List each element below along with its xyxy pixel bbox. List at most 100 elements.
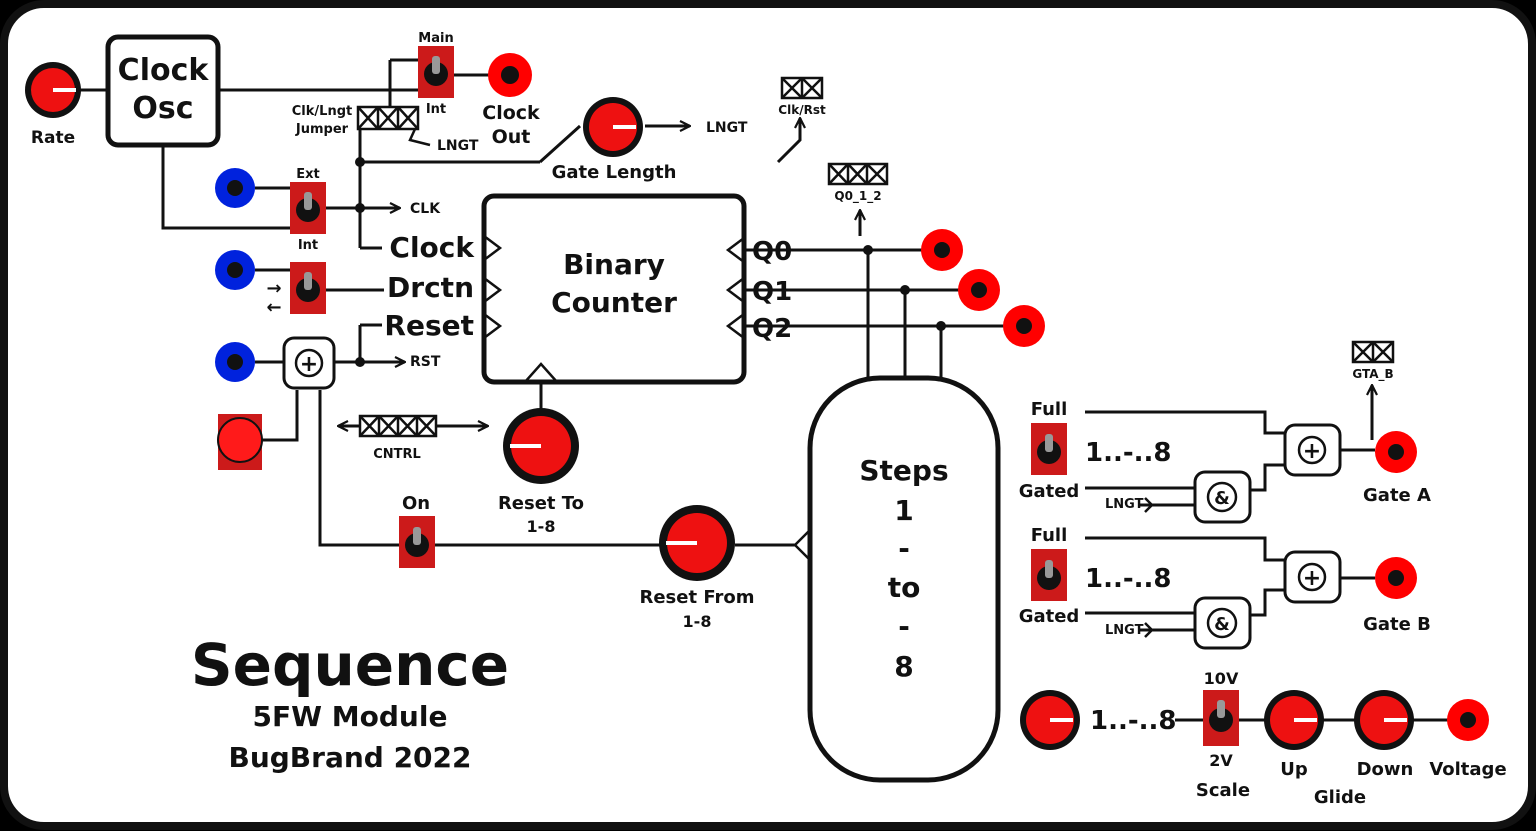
cntrl-label: CNTRL [373, 447, 421, 462]
gta-b-jumper[interactable] [1351, 340, 1395, 364]
ext-label: Ext [296, 167, 319, 182]
reset-plus-mixer: + [282, 336, 336, 390]
clock-osc-label-2: Osc [132, 91, 193, 126]
steps-line2: 8 [894, 650, 913, 683]
int-label-low: Int [298, 238, 318, 253]
clock-osc-label-1: Clock [118, 53, 210, 88]
gate-b-label: Gate B [1363, 614, 1431, 635]
clock-out-label-2: Out [492, 126, 531, 148]
ext-clock-jack[interactable] [215, 168, 255, 208]
gate-b-lngt-label: LNGT [1105, 623, 1144, 638]
voltage-knob[interactable] [1020, 690, 1080, 750]
gate-a-label: Gate A [1363, 485, 1431, 506]
q0-jack[interactable] [921, 229, 963, 271]
module-maker: BugBrand 2022 [228, 741, 471, 774]
reset-on-switch[interactable] [399, 516, 435, 568]
gate-b-plus-mixer: + [1283, 550, 1342, 604]
gate-b-and-symbol: & [1214, 614, 1230, 635]
glide-label: Glide [1314, 787, 1366, 808]
gate-b-mode-switch[interactable] [1031, 549, 1067, 601]
reset-button[interactable] [217, 414, 263, 470]
voltage-out-label: Voltage [1429, 759, 1506, 780]
reset-to-label-1: Reset To [498, 493, 584, 514]
gate-b-plus-symbol: + [1303, 566, 1321, 591]
voltage-out-jack[interactable] [1447, 699, 1489, 741]
gate-a-jack[interactable] [1375, 431, 1417, 473]
clock-out-label-1: Clock [482, 102, 540, 124]
clk-rst-label: Clk/Rst [778, 103, 826, 117]
q012-jumper[interactable] [827, 162, 889, 186]
steps-title: Steps [859, 454, 948, 487]
gate-length-knob[interactable] [583, 97, 643, 157]
direction-switch[interactable] [290, 262, 326, 314]
glide-down-label: Down [1357, 759, 1414, 780]
scale-10v-label: 10V [1204, 669, 1239, 688]
reset-from-label-1: Reset From [639, 587, 754, 608]
rst-label: RST [410, 354, 441, 370]
clock-osc-box [105, 34, 221, 148]
scale-label: Scale [1196, 780, 1250, 801]
lngt-label-small: LNGT [437, 138, 479, 154]
gate-a-full-label: Full [1031, 399, 1068, 420]
gate-a-lngt-label: LNGT [1105, 497, 1144, 512]
gate-b-jack[interactable] [1375, 557, 1417, 599]
q1-label: Q1 [752, 277, 792, 307]
jumper-label-1: Clk/Lngt [292, 104, 352, 119]
clk-rst-jumper[interactable] [780, 76, 824, 100]
rate-label: Rate [31, 128, 75, 148]
steps-dash2: - [898, 610, 910, 643]
gate-a-and-symbol: & [1214, 488, 1230, 509]
voltage-range-label: 1..-..8 [1090, 706, 1176, 736]
glide-up-label: Up [1280, 759, 1308, 780]
input-drctn-label: Drctn [387, 271, 474, 304]
gate-length-label: Gate Length [552, 162, 677, 183]
direction-jack[interactable] [215, 250, 255, 290]
reset-plus-symbol: + [300, 352, 318, 377]
gate-b-range-label: 1..-..8 [1085, 564, 1171, 594]
reset-jack[interactable] [215, 342, 255, 382]
q0-label: Q0 [752, 237, 792, 267]
module-subtitle: 5FW Module [253, 700, 448, 733]
gate-a-mode-switch[interactable] [1031, 423, 1067, 475]
input-reset-label: Reset [384, 309, 474, 342]
clk-label: CLK [410, 201, 441, 217]
input-clock-label: Clock [389, 231, 475, 264]
steps-dash1: - [898, 532, 910, 565]
scale-switch[interactable] [1203, 690, 1239, 746]
q2-label: Q2 [752, 314, 792, 344]
binary-counter-box [481, 193, 747, 385]
gate-a-range-label: 1..-..8 [1085, 438, 1171, 468]
steps-block [793, 375, 1001, 783]
reset-from-knob[interactable] [659, 505, 735, 581]
glide-up-knob[interactable] [1264, 690, 1324, 750]
ext-int-switch[interactable] [290, 182, 326, 234]
int-label-top: Int [426, 102, 446, 117]
reset-to-knob[interactable] [503, 408, 579, 484]
gate-a-gated-label: Gated [1019, 481, 1080, 502]
q2-jack[interactable] [1003, 305, 1045, 347]
binary-counter-label-1: Binary [563, 248, 665, 281]
clk-lngt-jumper[interactable] [356, 105, 420, 131]
gate-a-and-gate: & [1193, 470, 1252, 524]
gate-b-full-label: Full [1031, 525, 1068, 546]
glide-down-knob[interactable] [1354, 690, 1414, 750]
binary-counter-label-2: Counter [551, 286, 677, 319]
q1-jack[interactable] [958, 269, 1000, 311]
q012-label: Q0_1_2 [834, 189, 881, 204]
dir-left-arrow: ← [266, 297, 281, 318]
gate-b-gated-label: Gated [1019, 606, 1080, 627]
cntrl-jumper[interactable] [358, 414, 438, 438]
main-int-switch[interactable] [418, 46, 454, 98]
gate-a-plus-mixer: + [1283, 423, 1342, 477]
reset-from-label-2: 1-8 [683, 612, 712, 631]
lngt-out-label: LNGT [706, 120, 748, 136]
main-label: Main [418, 31, 453, 46]
dir-right-arrow: → [266, 278, 281, 299]
clock-out-jack[interactable] [488, 53, 532, 97]
gate-a-plus-symbol: + [1303, 439, 1321, 464]
gta-b-label: GTA_B [1352, 367, 1393, 382]
module-title: Sequence [191, 631, 509, 699]
rate-knob[interactable] [25, 62, 81, 118]
on-label: On [402, 493, 430, 514]
